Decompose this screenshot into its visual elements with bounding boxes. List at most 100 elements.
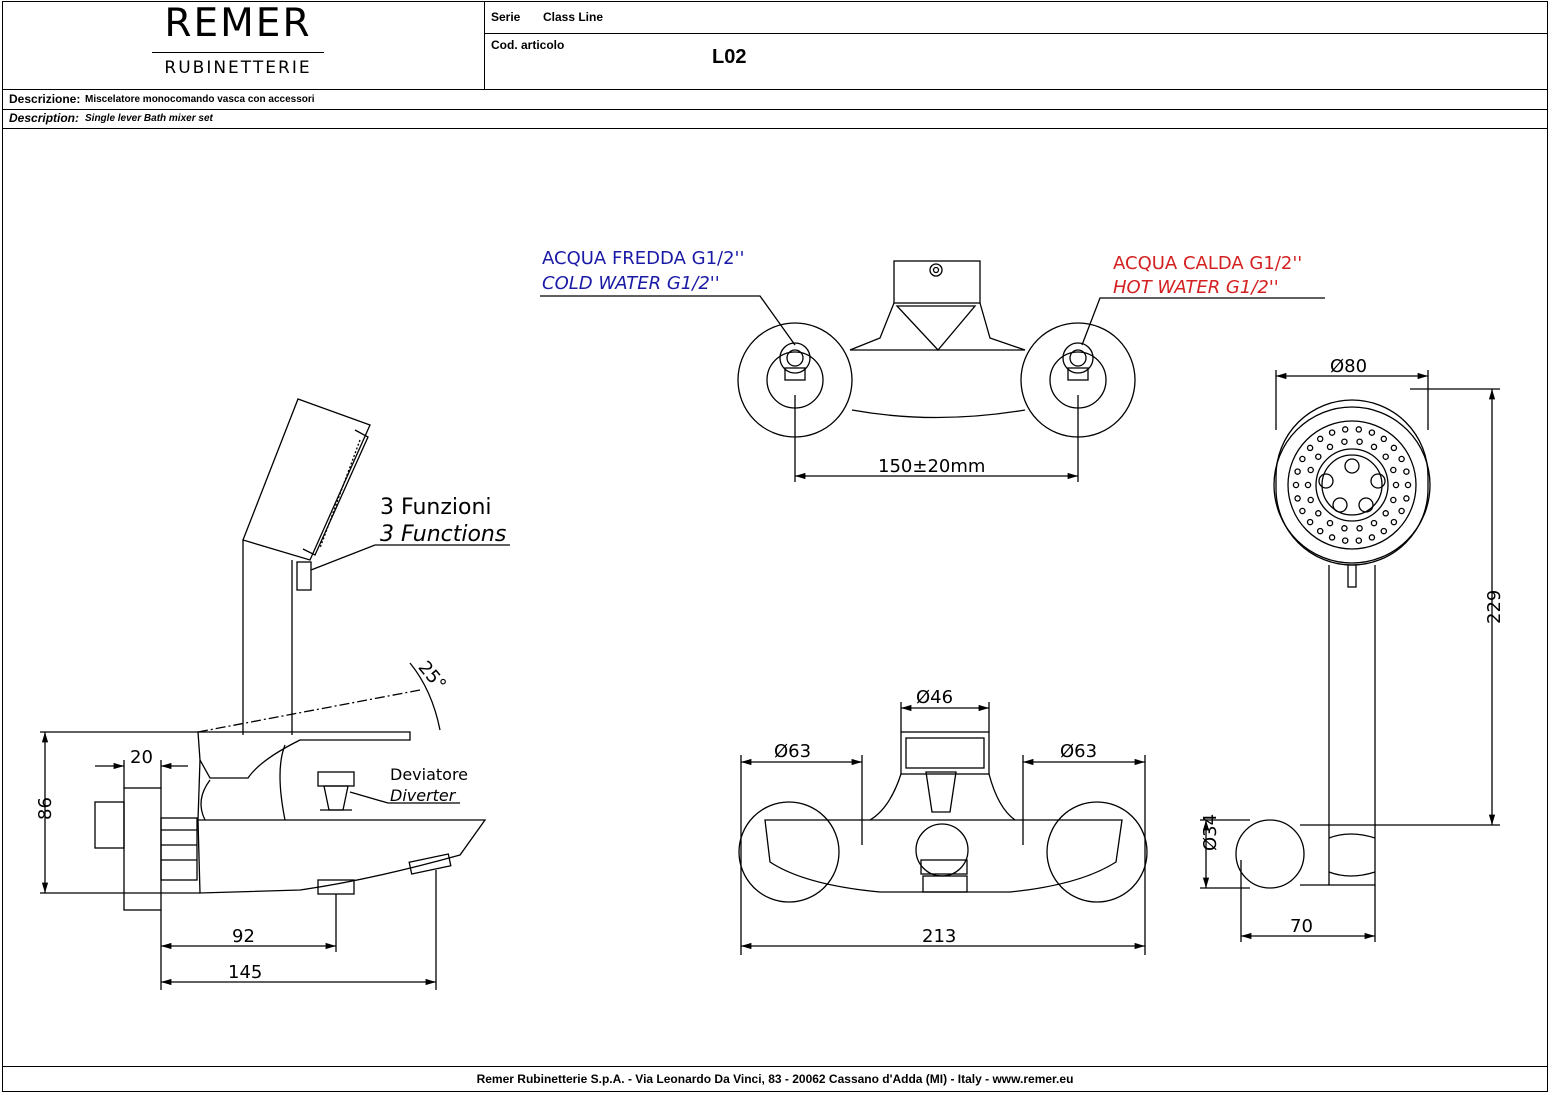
nozzle	[1380, 435, 1388, 443]
front-right-flange	[1046, 801, 1148, 903]
nozzle	[1370, 519, 1378, 527]
description-en-value: Single lever Bath mixer set	[85, 113, 213, 124]
nozzle	[1355, 537, 1363, 544]
title-block-rule	[2, 128, 1548, 129]
diverter-en: Diverter	[390, 786, 457, 805]
nozzle	[1341, 525, 1348, 532]
hot-leader	[1081, 297, 1325, 346]
lever	[197, 731, 411, 779]
nozzle	[1341, 537, 1349, 544]
nozzle	[1356, 438, 1363, 445]
cold-water-en: COLD WATER G1/2''	[542, 273, 720, 294]
nozzle	[1390, 518, 1398, 526]
spray-nozzles	[1292, 426, 1412, 544]
handshower-head	[242, 398, 371, 561]
nozzle	[1390, 496, 1397, 504]
nozzle	[1382, 510, 1389, 517]
front-view-body	[764, 819, 1123, 893]
nozzle	[1316, 527, 1324, 535]
dim-229: 229	[1484, 590, 1505, 624]
nozzle	[1326, 519, 1334, 527]
nozzle	[1370, 443, 1378, 451]
nozzle	[1328, 429, 1336, 436]
description-it-value: Miscelatore monocomando vasca con access…	[85, 94, 315, 105]
dim-213: 213	[922, 926, 956, 947]
nozzle	[1294, 495, 1301, 502]
nozzle	[1404, 481, 1412, 489]
dim-34: Ø34	[1200, 814, 1221, 851]
code-value: L02	[712, 46, 747, 68]
diverter-it: Deviatore	[390, 765, 468, 784]
nozzle	[1307, 496, 1314, 504]
dim-20: 20	[130, 747, 153, 768]
nozzle	[1382, 453, 1389, 460]
nozzle	[1299, 507, 1306, 515]
dim-46: Ø46	[916, 687, 953, 708]
nozzle	[1398, 455, 1405, 463]
nozzle	[1294, 468, 1301, 475]
nozzle	[1368, 429, 1376, 436]
dim-92: 92	[232, 926, 255, 947]
handshower-view	[1200, 370, 1500, 942]
nozzle	[1315, 510, 1322, 517]
nozzle	[1316, 435, 1324, 443]
serie-label: Serie	[491, 10, 521, 24]
dim-70: 70	[1290, 916, 1313, 937]
diverter-leader	[349, 791, 460, 804]
nozzle	[1390, 466, 1397, 474]
nozzle	[1403, 495, 1410, 502]
dim-80: Ø80	[1330, 356, 1367, 377]
brand-subtitle: RUBINETTERIE	[164, 58, 312, 78]
code-label: Cod. articolo	[491, 38, 565, 52]
top-view	[540, 260, 1325, 482]
dim-145: 145	[228, 962, 262, 983]
title-block-rule	[484, 1, 485, 89]
functions-it: 3 Funzioni	[380, 495, 492, 520]
nozzle	[1315, 453, 1322, 460]
handshower-outline	[1275, 399, 1429, 566]
nozzle	[1306, 518, 1314, 526]
front-view-diverter	[925, 771, 957, 813]
angle-dimension: 25°	[414, 657, 451, 695]
front-left-flange	[738, 801, 840, 903]
nozzle	[1299, 455, 1306, 463]
cold-water-it: ACQUA FREDDA G1/2''	[542, 248, 744, 269]
title-block-rule	[2, 109, 1548, 110]
side-view	[40, 398, 510, 990]
nozzle	[1307, 466, 1314, 474]
nozzle	[1398, 507, 1405, 515]
nozzle	[1390, 444, 1398, 452]
nozzle	[1356, 525, 1363, 532]
nozzle	[1355, 426, 1363, 433]
top-view-body-top	[893, 260, 981, 304]
nozzle	[1328, 534, 1336, 541]
nozzle	[1326, 443, 1334, 451]
cold-leader	[540, 295, 796, 346]
spray-face	[1273, 406, 1431, 564]
holder-plate	[1235, 819, 1305, 889]
nozzle	[1306, 444, 1314, 452]
description-en-label: Description:	[9, 111, 80, 125]
title-block-rule	[484, 33, 1548, 34]
title-block-rule	[2, 89, 1548, 90]
functions-leader	[310, 544, 510, 571]
footer-rule	[2, 1066, 1548, 1067]
dim-86: 86	[35, 797, 56, 820]
centers-dimension: 150±20mm	[878, 456, 985, 477]
footer-address: Remer Rubinetterie S.p.A. - Via Leonardo…	[476, 1072, 1074, 1086]
serie-value: Class Line	[543, 10, 604, 24]
dim-63-left: Ø63	[774, 741, 811, 762]
nozzle	[1341, 426, 1349, 433]
top-view-knob	[929, 263, 943, 277]
nozzle	[1304, 481, 1312, 489]
hot-water-en: HOT WATER G1/2''	[1113, 277, 1279, 298]
description-it-label: Descrizione:	[9, 92, 81, 106]
hot-water-it: ACQUA CALDA G1/2''	[1113, 253, 1302, 274]
dim-63-right: Ø63	[1060, 741, 1097, 762]
nozzle	[1380, 527, 1388, 535]
nozzle	[1341, 438, 1348, 445]
nozzle	[1403, 468, 1410, 475]
nozzle	[1368, 534, 1376, 541]
